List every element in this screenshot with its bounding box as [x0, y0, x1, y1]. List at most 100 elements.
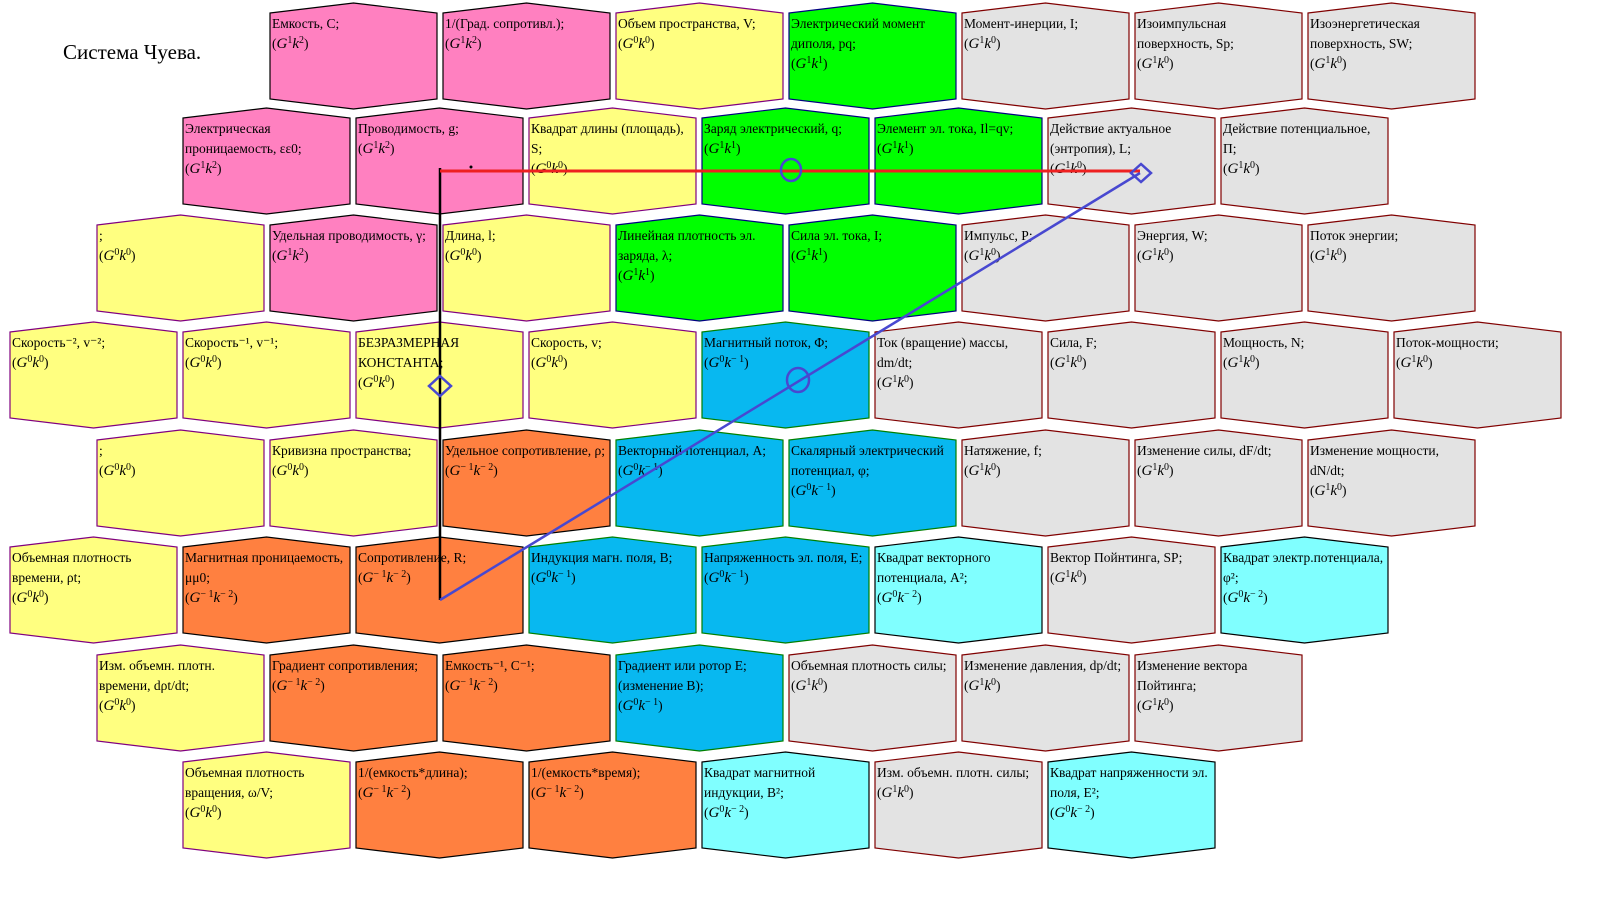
hexagon-shape [788, 644, 957, 752]
hex-cell: Изоэнергетическая поверхность, SW; (G1k0) [1307, 2, 1476, 110]
quantity-label: Изм. объемн. плотн. силы; [877, 765, 1030, 780]
dimension-formula: (G1k2) [358, 140, 395, 158]
quantity-label: Мощность, N; [1223, 335, 1305, 350]
dimension-formula: (G1k0) [1310, 55, 1347, 73]
dimension-formula: (G0k0) [531, 160, 568, 178]
hex-cell: Градиент или ротор E; (изменение B);(G0k… [615, 644, 784, 752]
dimension-formula: (G1k0) [964, 462, 1001, 480]
cell-text: Линейная плотность эл. заряда, λ;(G1k1) [618, 226, 781, 286]
hexagon-shape [615, 644, 784, 752]
hex-cell: Объемная плотность вращения, ω/V;(G0k0) [182, 751, 351, 859]
cell-text: Вектор Пойнтинга, SP;(G1k0) [1050, 548, 1213, 588]
cell-text: Проводимость, g;(G1k2) [358, 119, 521, 159]
g-exponent: − 1 [200, 589, 214, 600]
cell-text: Изменение мощности, dN/dt;(G1k0) [1310, 441, 1473, 501]
dimension-formula: (G0k− 2) [877, 589, 922, 607]
cell-text: Изоэнергетическая поверхность, SW; (G1k0) [1310, 14, 1473, 74]
k-exponent: 2 [212, 160, 218, 171]
dimension-formula: (G0k0) [531, 354, 568, 372]
cell-text: Заряд электрический, q;(G1k1) [704, 119, 867, 159]
hexagon-shape [1220, 107, 1389, 215]
quantity-label: Градиент или ротор E; (изменение B); [618, 658, 747, 693]
hex-cell: Поток-мощности;(G1k0) [1393, 321, 1562, 429]
k-exponent: − 2 [731, 804, 745, 815]
dimension-formula: (G1k1) [791, 247, 828, 265]
hexagon-shape [788, 2, 957, 110]
quantity-label: Линейная плотность эл. заряда, λ; [618, 228, 756, 263]
cell-text: Изменение давления, dp/dt;(G1k0) [964, 656, 1127, 696]
g-exponent: 1 [1238, 160, 1244, 171]
k-exponent: 0 [212, 804, 218, 815]
dimension-formula: (G1k0) [964, 677, 1001, 695]
hex-cell: Электрическая проницаемость, εε0;(G1k2) [182, 107, 351, 215]
dimension-formula: (G0k− 1) [704, 354, 749, 372]
quantity-label: Изменение мощности, dN/dt; [1310, 443, 1439, 478]
hexagon-shape [961, 644, 1130, 752]
hex-cell: Индукция магн. поля, B;(G0k− 1) [528, 536, 697, 644]
quantity-label: Объемная плотность времени, ρt; [12, 550, 132, 585]
g-exponent: 1 [287, 247, 293, 258]
cell-text: Магнитная проницаемость, μμ0;(G− 1k− 2) [185, 548, 348, 608]
hex-cell: Изменение силы, dF/dt;(G1k0) [1134, 429, 1303, 537]
hex-cell: Объем пространства, V;(G0k0) [615, 2, 784, 110]
quantity-label: Объемная плотность силы; [791, 658, 947, 673]
hexagon-shape [1307, 429, 1476, 537]
k-exponent: − 1 [645, 462, 659, 473]
cell-text: Электрический момент диполя, pq;(G1k1) [791, 14, 954, 74]
dimension-formula: (G0k− 2) [1050, 804, 1095, 822]
cell-text: Кривизна пространства;(G0k0) [272, 441, 435, 481]
dimension-formula: (G− 1k− 2) [185, 589, 238, 607]
hex-cell: Объемная плотность силы;(G1k0) [788, 644, 957, 752]
g-exponent: 1 [806, 677, 812, 688]
k-exponent: 2 [385, 140, 391, 151]
k-exponent: − 1 [558, 569, 572, 580]
dimension-formula: (G1k2) [445, 35, 482, 53]
dimension-formula: (G− 1k− 2) [445, 462, 498, 480]
hex-cell: Удельное сопротивление, ρ;(G− 1k− 2) [442, 429, 611, 537]
hexagon-shape [528, 751, 697, 859]
quantity-label: Изоэнергетическая поверхность, SW; [1310, 16, 1420, 51]
g-exponent: 0 [200, 804, 206, 815]
g-exponent: 1 [1152, 55, 1158, 66]
dimension-formula: (G0k− 1) [704, 569, 749, 587]
k-exponent: 1 [645, 267, 651, 278]
hexagon-shape [269, 644, 438, 752]
cell-text: Поток энергии;(G1k0) [1310, 226, 1473, 266]
hex-cell: Квадрат напряженности эл. поля, E²;(G0k−… [1047, 751, 1216, 859]
dimension-formula: (G0k0) [358, 374, 395, 392]
cell-text: Скалярный электрический потенциал, φ;(G0… [791, 441, 954, 501]
hexagon-shape [355, 751, 524, 859]
k-exponent: 0 [991, 35, 997, 46]
g-exponent: 1 [1152, 247, 1158, 258]
hex-cell: Градиент сопротивления;(G− 1k− 2) [269, 644, 438, 752]
cell-text: Скорость⁻², v⁻²;(G0k0) [12, 333, 175, 373]
quantity-label: Длина, l; [445, 228, 496, 243]
k-exponent: 0 [991, 677, 997, 688]
cell-text: Элемент эл. тока, Il=qv;(G1k1) [877, 119, 1040, 159]
k-exponent: 1 [818, 55, 824, 66]
hex-cell: Импульс, P;(G1k0) [961, 214, 1130, 322]
g-exponent: 1 [719, 140, 725, 151]
hex-cell: Изм. объемн. плотн. силы;(G1k0) [874, 751, 1043, 859]
dimension-formula: (G1k0) [1050, 160, 1087, 178]
quantity-label: Ток (вращение) массы, dm/dt; [877, 335, 1009, 370]
dimension-formula: (G0k− 1) [531, 569, 576, 587]
quantity-label: БЕЗРАЗМЕРНАЯ КОНСТАНТА; [358, 335, 460, 370]
cell-text: Изм. объемн. плотн. времени, dρt/dt;(G0k… [99, 656, 262, 716]
g-exponent: 1 [1238, 354, 1244, 365]
quantity-label: Градиент сопротивления; [272, 658, 419, 673]
quantity-label: Квадрат длины (площадь), S; [531, 121, 684, 156]
dimension-formula: (G0k0) [618, 35, 655, 53]
g-exponent: − 1 [373, 569, 387, 580]
dimension-formula: (G0k0) [99, 247, 136, 265]
quantity-label: Емкость, C; [272, 16, 340, 31]
g-exponent: 0 [114, 697, 120, 708]
hex-cell: Квадрат векторного потенциала, A²;(G0k− … [874, 536, 1043, 644]
dimension-formula: (G0k0) [185, 354, 222, 372]
cell-text: Емкость, C;(G1k2) [272, 14, 435, 54]
cell-text: Изм. объемн. плотн. силы;(G1k0) [877, 763, 1040, 803]
dimension-formula: (G0k− 2) [1223, 589, 1268, 607]
quantity-label: Сопротивление, R; [358, 550, 467, 565]
diagram-title: Система Чуева. [63, 40, 202, 64]
g-exponent: 1 [1411, 354, 1417, 365]
